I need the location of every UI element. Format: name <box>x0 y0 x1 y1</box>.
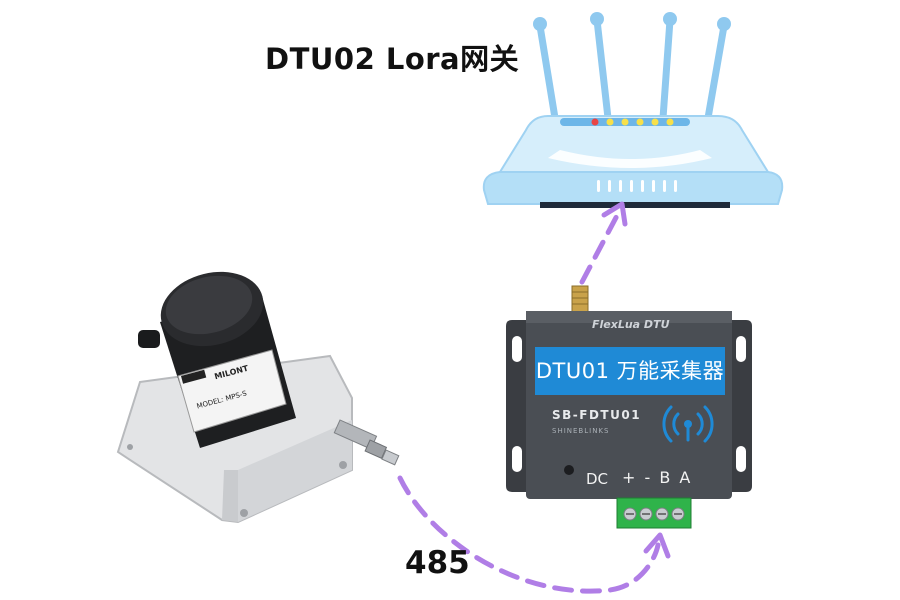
antennas <box>536 16 728 122</box>
dtu-banner: DTU01 万能采集器 <box>535 347 725 395</box>
gateway-title: DTU02 Lora网关 <box>265 42 520 76</box>
draw-wire-sensor <box>116 271 400 524</box>
lora-gateway-router <box>482 12 784 208</box>
rs485-link-arrow <box>397 475 671 594</box>
dtu-brand-label: FlexLua DTU <box>592 318 670 331</box>
status-leds <box>591 118 674 126</box>
terminal-block <box>616 497 692 529</box>
lora-uplink-arrow <box>579 201 628 285</box>
dtu-pins-label: + - B A <box>622 468 693 487</box>
dtu-model-label: SB-FDTU01 <box>552 408 642 422</box>
rs485-label: 485 <box>405 545 470 581</box>
cable-fitting <box>333 419 400 466</box>
wireless-signal-icon <box>662 405 714 443</box>
dtu-maker-label: SHINEBLINKS <box>552 427 610 435</box>
dtu-power-label: DC <box>586 470 609 488</box>
